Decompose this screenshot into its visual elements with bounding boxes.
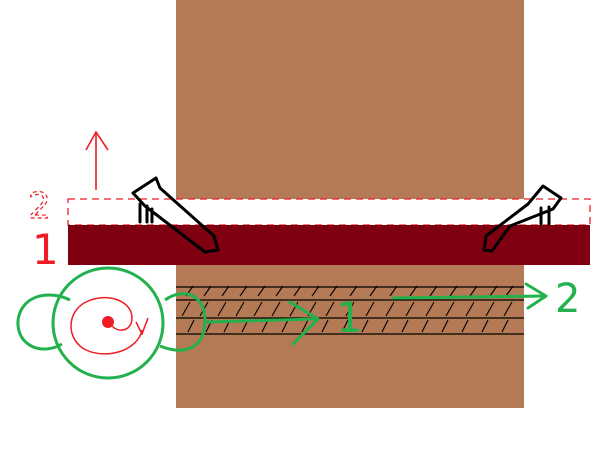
up-arrow-icon <box>85 130 109 190</box>
bar-position-1 <box>68 225 590 265</box>
green-arrow-2 <box>391 282 548 310</box>
hatched-band <box>176 286 524 335</box>
left-clamp-icon <box>131 176 220 254</box>
roller-icon <box>16 266 207 380</box>
arrow-label-1: 1 <box>336 293 363 342</box>
arrow-label-2: 2 <box>555 276 580 322</box>
rotation-center-dot <box>102 316 114 328</box>
position-label-2: 2 <box>28 186 51 227</box>
green-arrow-1 <box>206 300 320 346</box>
position-label-1: 1 <box>32 225 59 274</box>
right-clamp-icon <box>482 184 563 253</box>
hatch-strokes <box>181 285 514 333</box>
circular-rotation-icon <box>70 296 149 355</box>
